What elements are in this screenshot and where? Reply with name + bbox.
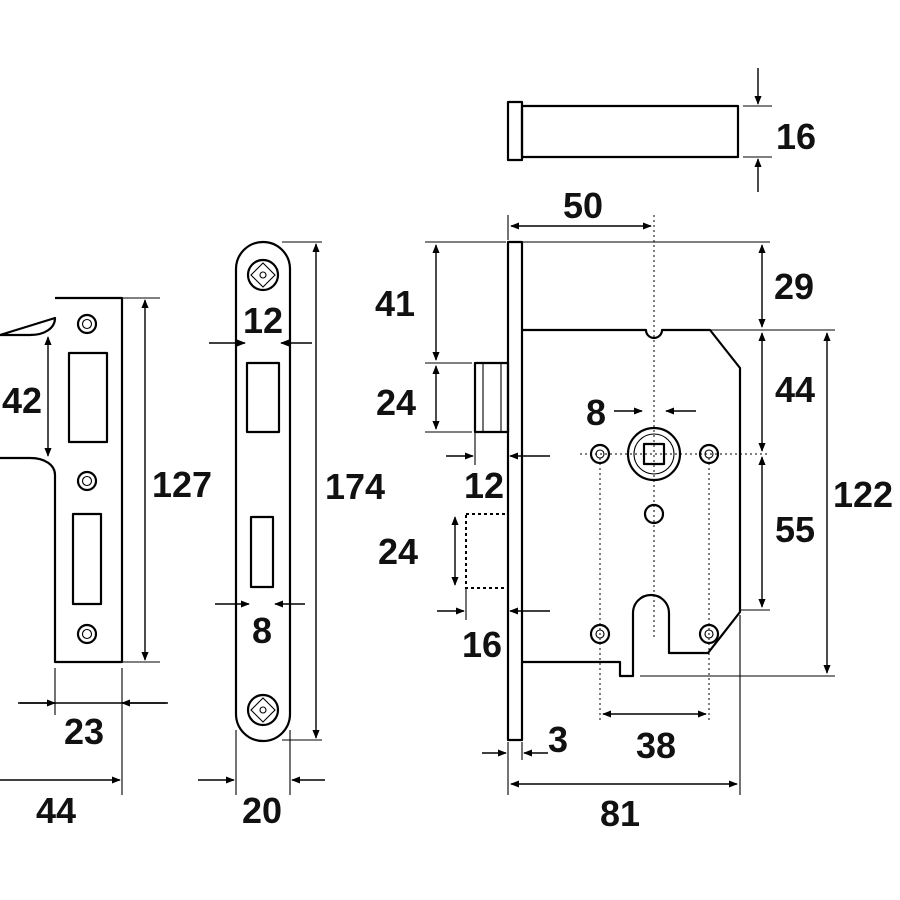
strike-screw-hole-bottom xyxy=(76,623,98,645)
strike-screw-hole-top xyxy=(76,313,98,335)
bolt-height-label: 24 xyxy=(378,531,418,572)
strike-plate-overall-width-label: 44 xyxy=(36,790,76,831)
forend-outline xyxy=(234,240,292,743)
strike-plate-width-label: 23 xyxy=(64,711,104,752)
lock-case-outline xyxy=(522,328,742,678)
latch-offset-label: 41 xyxy=(375,283,415,324)
fixing-centres-label: 38 xyxy=(636,725,676,766)
forend-width-label: 20 xyxy=(242,790,282,831)
keeper-pin-head xyxy=(506,100,524,162)
forend-bolt-slot xyxy=(249,515,275,589)
centres-label: 55 xyxy=(775,509,815,550)
forend-screw-bottom xyxy=(246,693,280,727)
fixing-hole-top-right xyxy=(698,443,720,465)
strike-plate xyxy=(0,296,168,795)
strike-plate-outline xyxy=(0,296,124,664)
strike-bolt-aperture xyxy=(71,512,103,606)
bolt-projection-label: 16 xyxy=(462,624,502,665)
follower-size-label: 8 xyxy=(586,392,606,433)
forend-thickness-label: 3 xyxy=(548,719,568,760)
keeper-pin-body xyxy=(520,104,740,159)
forend-latch-slot xyxy=(245,361,281,434)
keeper-diameter-label: 16 xyxy=(776,116,816,157)
forend-latch-slot-label: 12 xyxy=(243,300,283,341)
case-depth-label: 81 xyxy=(600,793,640,834)
fixing-hole-bottom-right xyxy=(698,623,720,645)
keeper-pin xyxy=(506,68,772,192)
forend-screw-top xyxy=(246,258,280,292)
lock-case xyxy=(425,215,835,795)
dimension-labels: 23 44 42 127 20 174 12 8 16 50 29 41 24 … xyxy=(2,116,893,834)
fixing-hole-bottom-left xyxy=(589,623,611,645)
latch-projection-label: 12 xyxy=(464,465,504,506)
latch-height-label: 24 xyxy=(376,382,416,423)
latch-bolt xyxy=(473,361,510,434)
forend-height-label: 174 xyxy=(325,466,385,507)
follower-hub xyxy=(626,426,682,482)
strike-latch-aperture xyxy=(67,351,109,444)
dead-bolt-retracted xyxy=(465,513,509,589)
forend-plate xyxy=(198,240,325,795)
follower-to-top-label: 44 xyxy=(775,369,815,410)
forend-bolt-slot-label: 8 xyxy=(252,610,272,651)
lock-forend-edge xyxy=(506,240,524,742)
forend-top-offset-label: 29 xyxy=(774,266,814,307)
case-rivet xyxy=(643,503,665,525)
fixing-hole-top-left xyxy=(589,443,611,465)
strike-plate-lip-height-label: 42 xyxy=(2,380,42,421)
backset-label: 50 xyxy=(563,185,603,226)
case-height-label: 122 xyxy=(833,474,893,515)
strike-screw-hole-middle xyxy=(76,470,98,492)
strike-plate-height-label: 127 xyxy=(152,464,212,505)
